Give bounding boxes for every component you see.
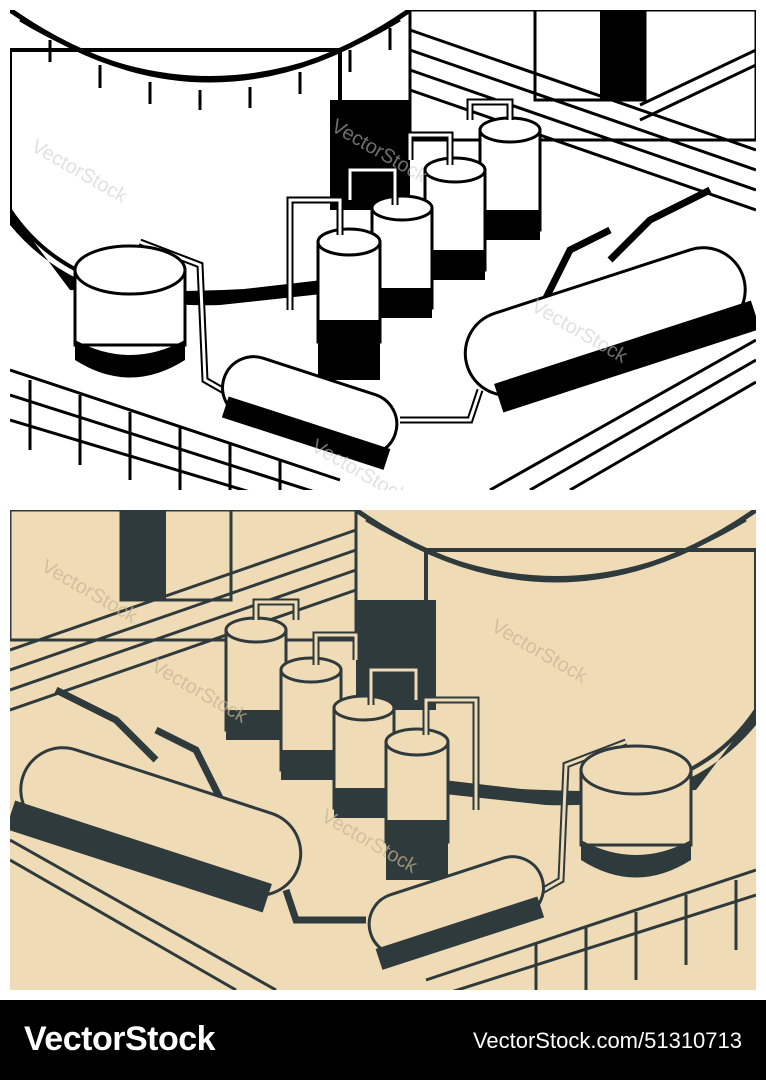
railings: [10, 338, 756, 490]
storage-tank: [354, 510, 756, 806]
small-tank: [579, 744, 693, 878]
illustration-monochrome: VectorStock VectorStock VectorStock Vect…: [10, 10, 756, 490]
illustration-tinted: VectorStock VectorStock VectorStock Vect…: [10, 510, 756, 990]
background-platform: [10, 510, 358, 712]
railings: [10, 838, 756, 990]
vertical-vessels: [224, 616, 450, 880]
image-credit: VectorStock.com/51310713: [472, 1028, 742, 1053]
refinery-illustration-color: VectorStock VectorStock VectorStock Vect…: [10, 510, 756, 990]
brand-logo: VectorStock: [24, 1020, 216, 1058]
footer-bar: VectorStock VectorStock.com/51310713: [0, 1000, 766, 1080]
vertical-vessels: [316, 116, 542, 380]
refinery-illustration-bw: VectorStock VectorStock VectorStock Vect…: [10, 10, 756, 490]
horizontal-vessels: [221, 246, 756, 470]
horizontal-vessels: [10, 746, 545, 970]
mirrored-scene: [10, 510, 756, 990]
small-tank: [73, 244, 187, 378]
